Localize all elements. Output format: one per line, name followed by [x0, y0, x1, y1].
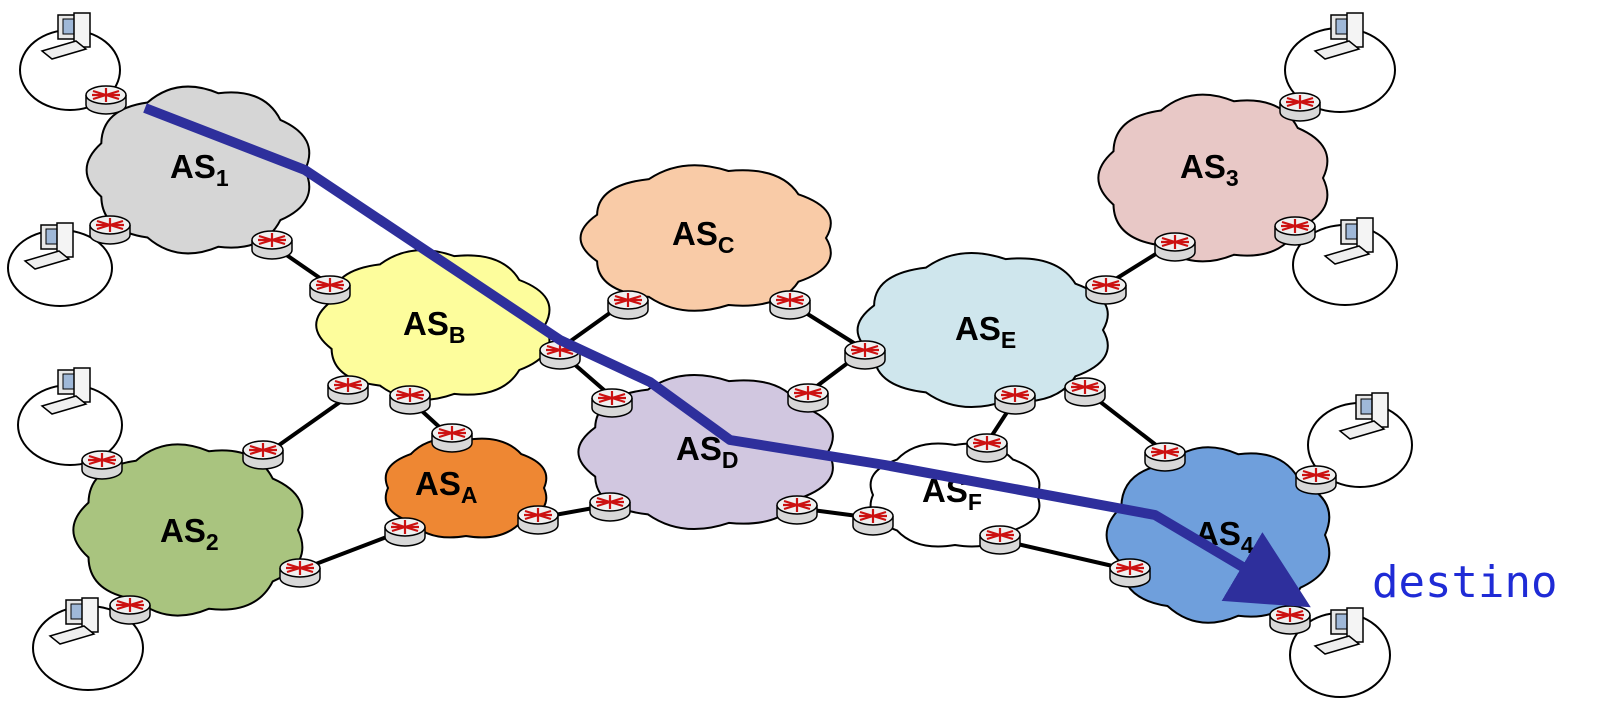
router-icon — [852, 506, 894, 536]
computer-icon — [40, 367, 91, 415]
as-labels: AS1 AS2 AS3 AS4 ASA ASB ASC ASD ASE ASF — [160, 148, 1254, 558]
router-icon — [769, 290, 811, 320]
router-icon — [1109, 558, 1151, 588]
router-icon — [389, 385, 431, 415]
computer-icon — [1313, 12, 1364, 60]
computer-icon — [23, 222, 74, 270]
computer-icon — [1338, 392, 1389, 440]
as1-label: AS1 — [170, 148, 229, 191]
computer-icon — [1313, 607, 1364, 655]
router-icon — [1144, 442, 1186, 472]
router-icon — [1269, 605, 1311, 635]
router-icon — [384, 517, 426, 547]
router-icon — [591, 388, 633, 418]
router-icon — [517, 505, 559, 535]
as-clouds — [72, 85, 1331, 624]
asB-label: ASB — [403, 305, 465, 348]
asA-cloud — [384, 437, 548, 539]
destination-label: destino — [1372, 557, 1557, 608]
link — [999, 538, 1131, 572]
computers — [23, 12, 1389, 655]
host-stubs — [7, 27, 1413, 698]
router-icon — [279, 558, 321, 588]
asB-cloud — [315, 249, 551, 401]
router-icon — [327, 375, 369, 405]
asE-cloud — [856, 251, 1109, 409]
router-icon — [607, 290, 649, 320]
asE-label: ASE — [955, 310, 1016, 353]
router-icon — [309, 275, 351, 305]
as3-cloud — [1097, 93, 1329, 263]
computer-icon — [1323, 217, 1374, 265]
router-icon — [589, 492, 631, 522]
as2-label: AS2 — [160, 512, 219, 555]
router-icon — [1295, 465, 1337, 495]
router-icon — [81, 450, 123, 480]
computer-icon — [40, 12, 91, 60]
asD-cloud — [577, 373, 834, 531]
router-icon — [251, 230, 293, 260]
router-icon — [89, 215, 131, 245]
router-icon — [1085, 275, 1127, 305]
router-icon — [787, 383, 829, 413]
asC-label: ASC — [672, 215, 734, 258]
router-icon — [979, 525, 1021, 555]
router-icon — [109, 595, 151, 625]
asA-label: ASA — [415, 465, 477, 508]
as3-label: AS3 — [1180, 148, 1239, 191]
router-icon — [1064, 377, 1106, 407]
router-icon — [85, 85, 127, 115]
router-icon — [1279, 92, 1321, 122]
router-icon — [431, 423, 473, 453]
router-icon — [844, 340, 886, 370]
router-icon — [1274, 216, 1316, 246]
router-icon — [994, 385, 1036, 415]
route-path-arrow — [143, 103, 1311, 608]
computer-icon — [48, 597, 99, 645]
router-icon — [1154, 232, 1196, 262]
routers — [81, 85, 1337, 635]
asD-label: ASD — [676, 430, 738, 473]
router-icon — [242, 440, 284, 470]
router-icon — [966, 433, 1008, 463]
router-icon — [776, 495, 818, 525]
